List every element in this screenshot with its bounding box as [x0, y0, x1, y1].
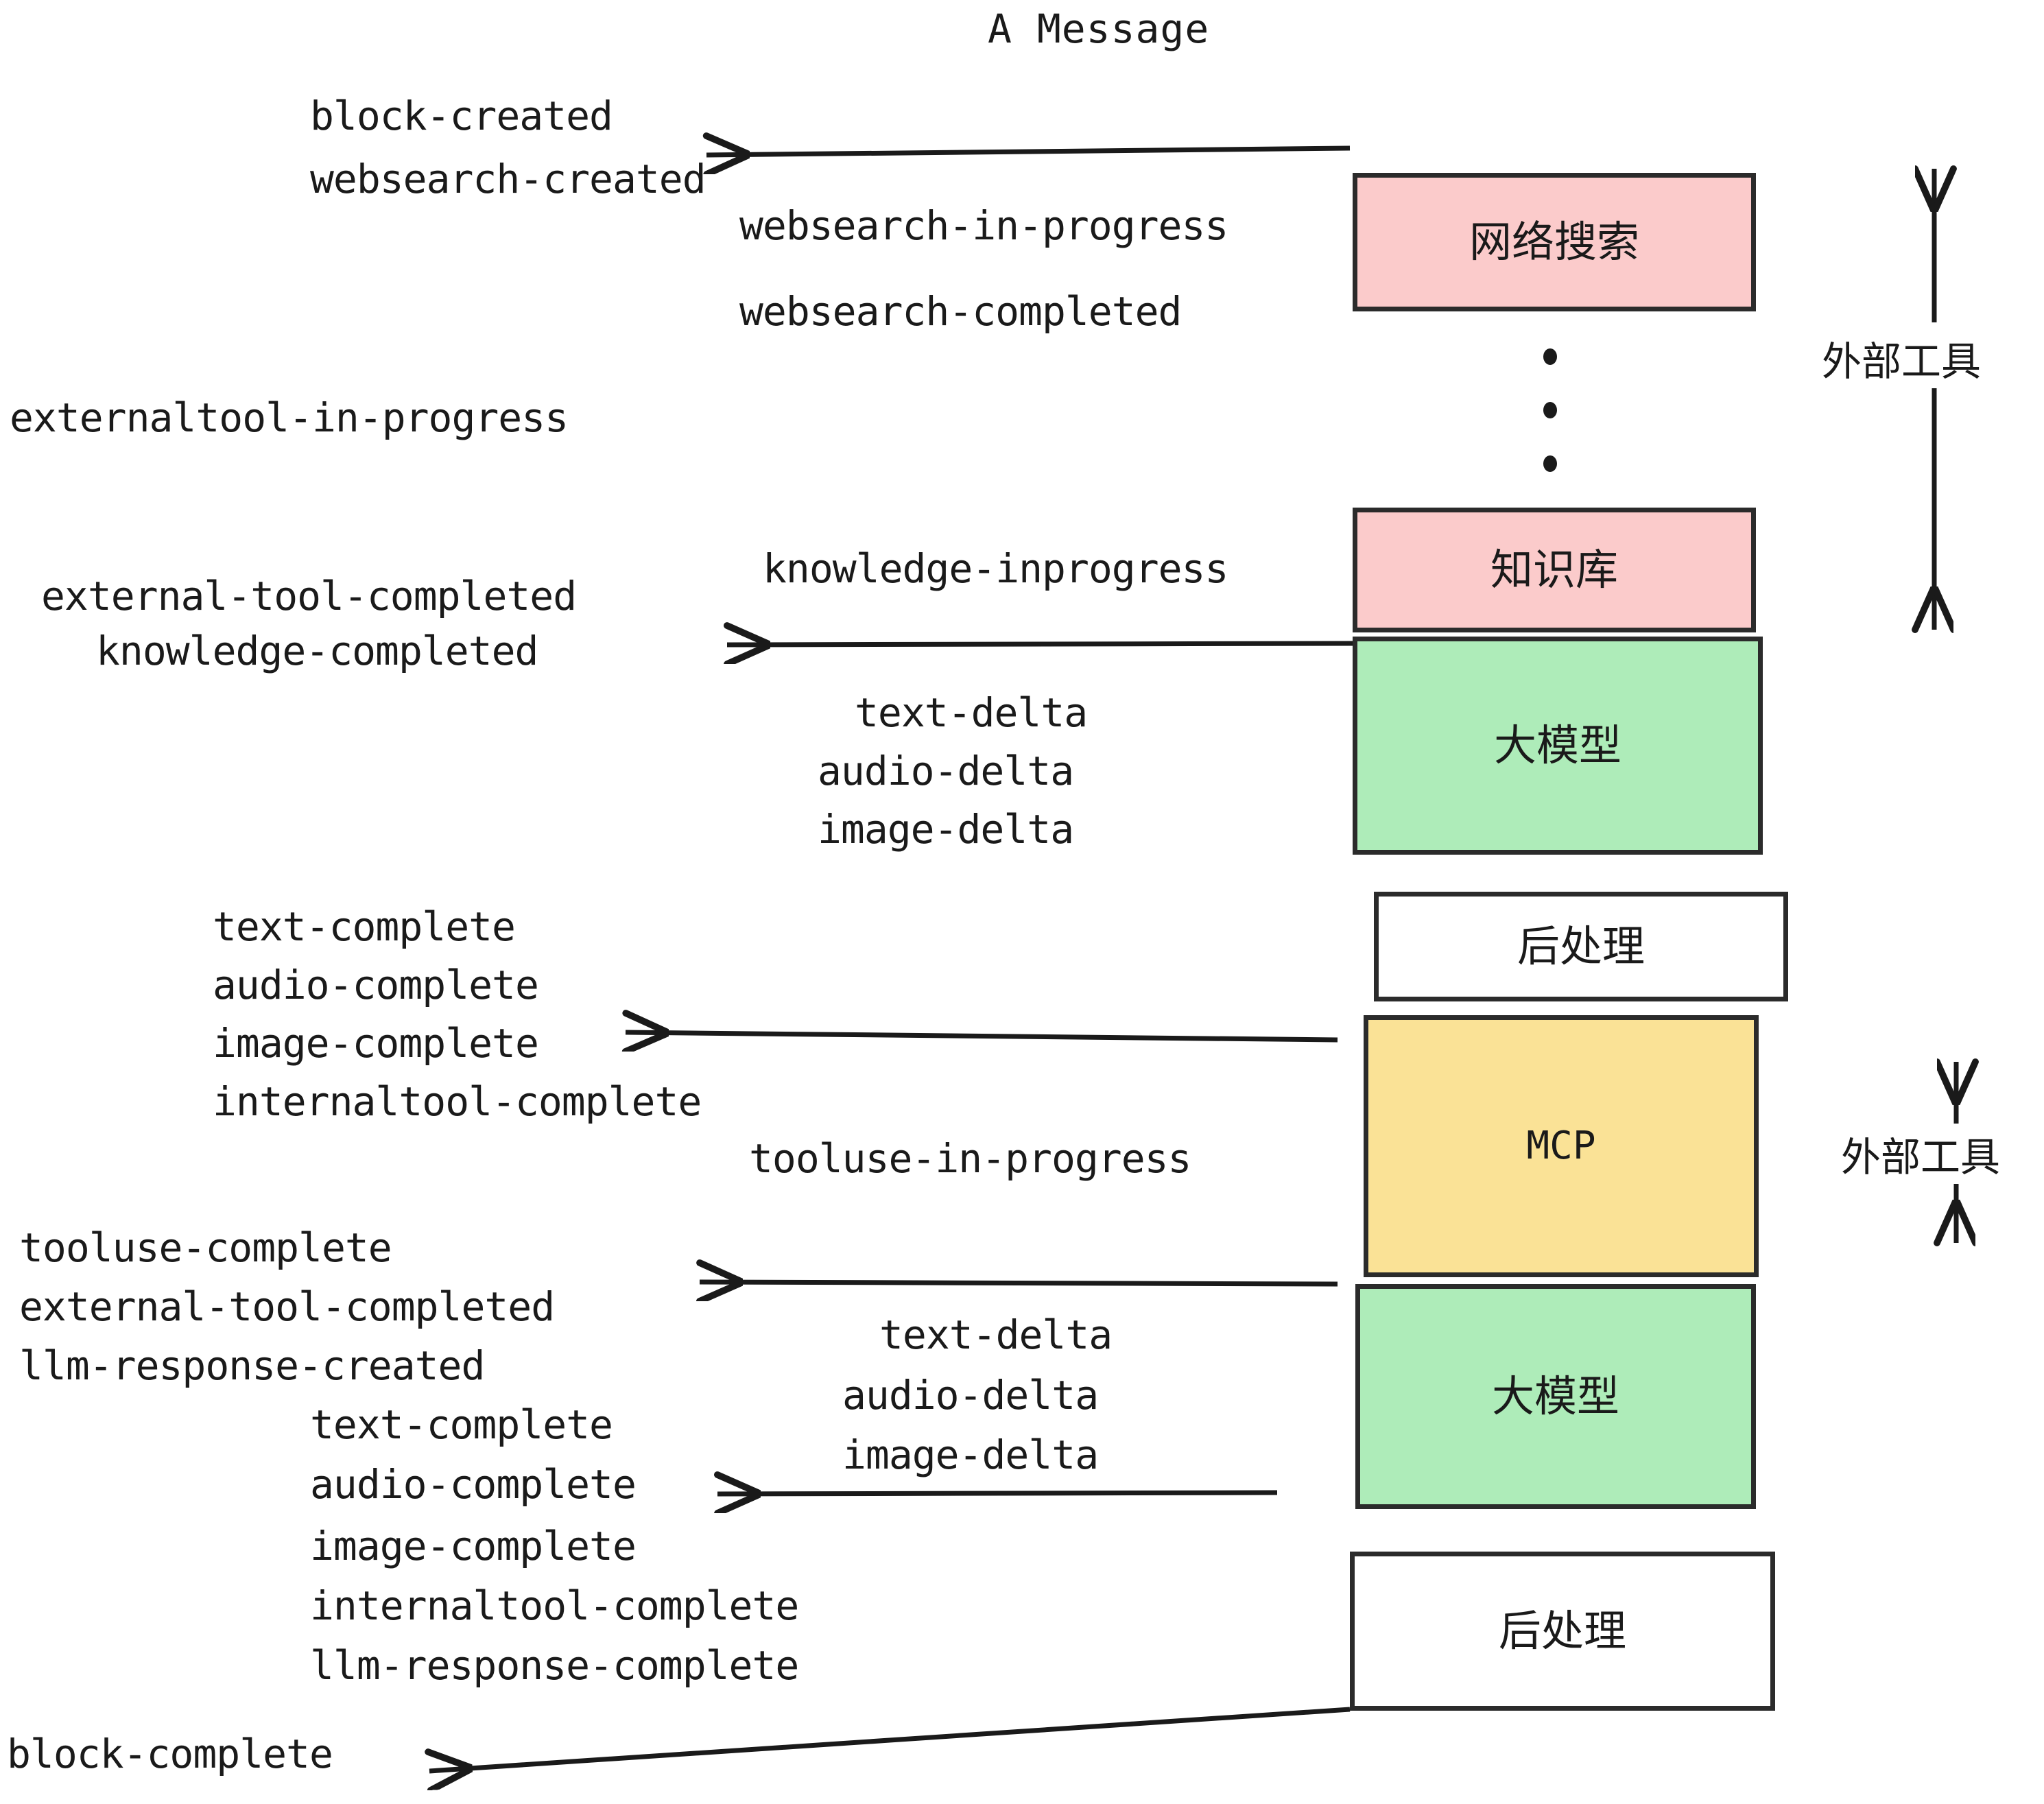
node-postprocess-2[interactable]: 后处理 — [1350, 1552, 1775, 1711]
ellipsis-dot-1 — [1543, 348, 1557, 365]
event-label-websearch-completed: websearch-completed — [739, 288, 1182, 335]
event-label-block-complete: block-complete — [7, 1731, 333, 1777]
arrow-audio-complete — [717, 1493, 1278, 1494]
node-llm-1-label: 大模型 — [1493, 720, 1621, 770]
event-label-text-complete-2: text-complete — [310, 1401, 613, 1448]
node-postprocess-2-label: 后处理 — [1498, 1606, 1626, 1656]
event-label-image-delta-1: image-delta — [818, 806, 1074, 853]
node-postprocess-1[interactable]: 后处理 — [1374, 892, 1788, 1001]
arrow-image-complete — [626, 1032, 1338, 1040]
node-websearch[interactable]: 网络搜索 — [1353, 173, 1756, 311]
event-label-externaltool-in-progress: externaltool-in-progress — [10, 394, 569, 441]
arrow-tooluse-complete — [700, 1282, 1338, 1284]
event-label-external-tool-completed-2: external-tool-completed — [19, 1283, 555, 1330]
event-label-audio-delta-1: audio-delta — [818, 748, 1074, 794]
event-label-audio-complete-1: audio-complete — [213, 962, 539, 1008]
event-label-audio-delta-2: audio-delta — [842, 1372, 1099, 1419]
event-label-audio-complete-2: audio-complete — [310, 1461, 637, 1508]
event-label-tooluse-in-progress: tooluse-in-progress — [749, 1135, 1191, 1182]
node-knowledge[interactable]: 知识库 — [1353, 508, 1756, 632]
arrow-block-created — [706, 148, 1351, 155]
vertical-ellipsis-icon — [1542, 348, 1558, 472]
node-llm-2[interactable]: 大模型 — [1355, 1284, 1756, 1509]
event-label-block-created: block-created — [310, 93, 613, 139]
event-label-websearch-created: websearch-created — [310, 156, 706, 202]
event-label-tooluse-complete: tooluse-complete — [19, 1224, 392, 1271]
event-label-image-delta-2: image-delta — [842, 1432, 1099, 1478]
ellipsis-dot-2 — [1543, 402, 1557, 418]
node-websearch-label: 网络搜索 — [1469, 217, 1639, 267]
arrow-knowledge-completed — [727, 643, 1353, 645]
node-knowledge-label: 知识库 — [1490, 545, 1618, 595]
event-label-knowledge-completed: knowledge-completed — [96, 628, 538, 674]
event-label-image-complete-2: image-complete — [310, 1523, 637, 1569]
event-label-text-delta-2: text-delta — [879, 1312, 1113, 1358]
event-label-text-complete-1: text-complete — [213, 903, 516, 950]
event-label-internaltool-complete-1: internaltool-complete — [213, 1078, 702, 1125]
event-label-knowledge-inprogress: knowledge-inprogress — [763, 545, 1228, 592]
ellipsis-dot-3 — [1543, 455, 1557, 472]
side-label-external-tools-top: 外部工具 — [1819, 328, 1984, 388]
node-llm-2-label: 大模型 — [1491, 1371, 1619, 1421]
side-label-external-tools-bottom: 外部工具 — [1838, 1124, 2004, 1184]
event-label-internaltool-complete-2: internaltool-complete — [310, 1582, 799, 1629]
event-label-llm-response-created: llm-response-created — [19, 1342, 485, 1389]
node-mcp-label: MCP — [1526, 1124, 1596, 1168]
arrow-block-complete — [429, 1707, 1351, 1771]
node-llm-1[interactable]: 大模型 — [1353, 637, 1763, 855]
event-label-external-tool-completed-1: external-tool-completed — [41, 573, 577, 619]
event-label-llm-response-complete: llm-response-complete — [310, 1642, 799, 1689]
node-postprocess-1-label: 后处理 — [1517, 921, 1645, 971]
event-label-image-complete-1: image-complete — [213, 1020, 539, 1067]
node-mcp[interactable]: MCP — [1364, 1015, 1759, 1277]
page-title: A Message — [988, 5, 1210, 52]
event-label-text-delta-1: text-delta — [855, 689, 1088, 736]
event-label-websearch-in-progress: websearch-in-progress — [739, 202, 1228, 249]
